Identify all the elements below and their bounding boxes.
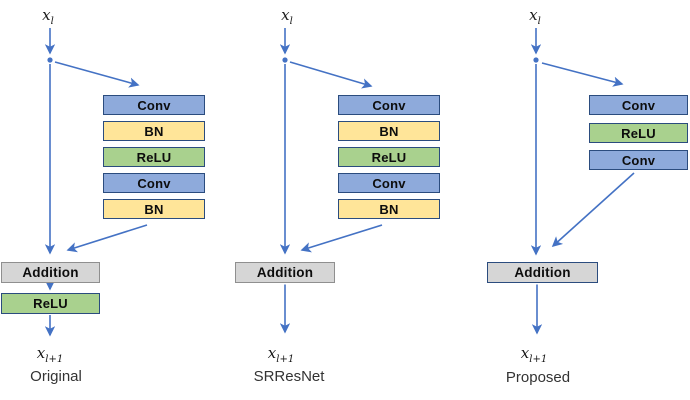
conv-box: Conv [589,95,688,115]
merge-arrow [66,224,148,253]
output-label: xl+1 [267,344,295,365]
bn-box: BN [103,199,205,219]
bn-box: BN [103,121,205,141]
input-label: xl [529,6,541,27]
bn-box: BN [338,121,440,141]
post-addition-relu-box: ReLU [1,293,100,314]
merge-arrow [300,224,383,253]
merge-arrow [551,172,635,248]
conv-box: Conv [103,95,205,115]
conv-box: Conv [589,150,688,170]
input-label: xl [42,6,54,27]
branch-node-dot [282,57,288,63]
branch-node-dot [533,57,539,63]
branch-arrow [289,61,373,89]
column-caption-srresnet: SRResNet [253,368,325,385]
column-caption-original: Original [30,368,82,385]
column-caption-proposed: Proposed [505,369,571,386]
input-label: xl [281,6,293,27]
relu-box: ReLU [589,123,688,143]
output-label: xl+1 [36,344,64,365]
branch-arrow [54,61,140,88]
branch-arrow [541,62,624,87]
conv-box: Conv [338,173,440,193]
branch-node-dot [47,57,53,63]
output-label: xl+1 [520,344,548,365]
relu-box: ReLU [338,147,440,167]
addition-box: Addition [235,262,335,283]
conv-box: Conv [338,95,440,115]
relu-box: ReLU [103,147,205,167]
conv-box: Conv [103,173,205,193]
addition-box: Addition [1,262,100,283]
addition-box: Addition [487,262,598,283]
bn-box: BN [338,199,440,219]
